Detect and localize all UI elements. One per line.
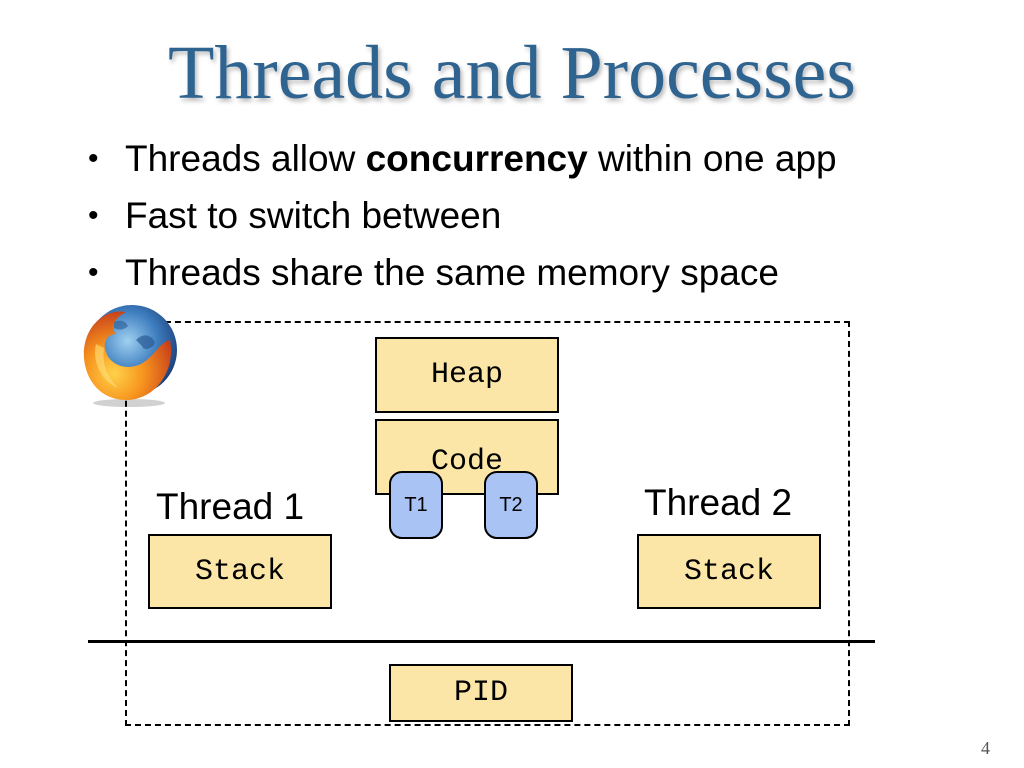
thread2-stack-box: Stack (637, 534, 821, 609)
slide-title: Threads and Processes (167, 31, 856, 115)
pid-box: PID (389, 664, 573, 722)
thread1-stack-label: Stack (194, 554, 285, 589)
bullet-text: Fast to switch between (125, 195, 502, 236)
firefox-logo-icon (83, 305, 177, 407)
thread2-stack-label: Stack (683, 554, 774, 589)
page-number: 4 (981, 738, 990, 758)
heap-box: Heap (375, 337, 559, 413)
bullet-list: • Threads allow concurrency within one a… (88, 130, 988, 301)
bullet-marker: • (88, 142, 99, 175)
thread2-pointer-label: T2 (499, 493, 523, 516)
process-boundary (125, 321, 850, 726)
thread1-pointer-label: T1 (404, 493, 428, 516)
kernel-divider-line (88, 640, 875, 643)
bullet-item: • Threads share the same memory space (88, 244, 988, 301)
thread1-stack-box: Stack (148, 534, 332, 609)
thread1-pointer: T1 (389, 471, 443, 539)
bullet-item: • Fast to switch between (88, 187, 988, 244)
bullet-bold-text: concurrency (365, 138, 588, 179)
bullet-marker: • (88, 199, 99, 232)
bullet-item: • Threads allow concurrency within one a… (88, 130, 988, 187)
heap-label: Heap (430, 358, 503, 392)
thread1-label: Thread 1 (156, 486, 305, 527)
bullet-text: Threads share the same memory space (125, 252, 779, 293)
bullet-marker: • (88, 256, 99, 289)
bullet-text-tail: within one app (587, 138, 837, 179)
bullet-text: Threads allow (125, 138, 366, 179)
pid-label: PID (453, 676, 508, 710)
thread2-label: Thread 2 (644, 482, 793, 523)
thread2-pointer: T2 (484, 471, 538, 539)
